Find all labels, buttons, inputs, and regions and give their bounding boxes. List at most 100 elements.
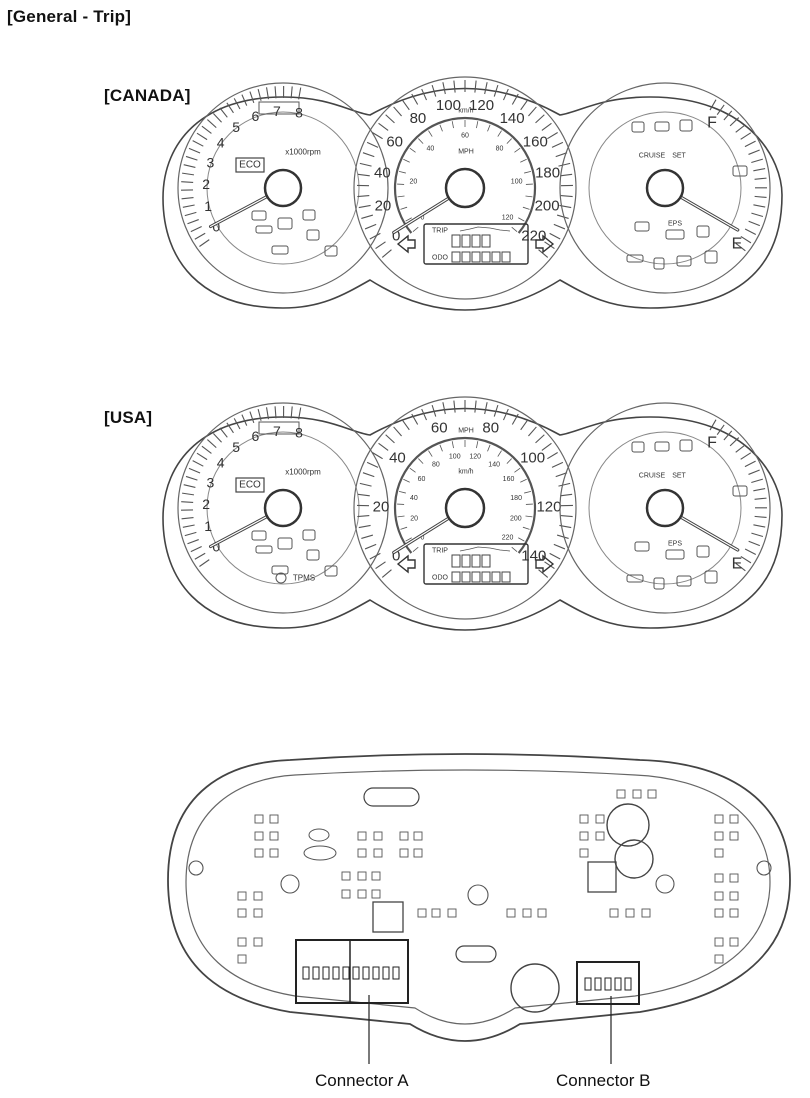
tach-hub (263, 488, 303, 528)
tick-mark (524, 490, 532, 494)
scale-label: 80 (482, 420, 499, 437)
connector-a-pin (382, 966, 390, 980)
speedo-inner-unit: km/h (458, 469, 473, 476)
tick-mark (249, 411, 255, 424)
connector-b-pin (584, 977, 592, 991)
circuit-pad (595, 814, 605, 824)
circuit-pad (254, 814, 264, 824)
tick-mark (403, 158, 410, 163)
lcd-trip-digit (481, 554, 491, 568)
circuit-pad (506, 908, 516, 918)
tick-mark (511, 546, 518, 553)
tick-mark (556, 214, 569, 219)
tick-mark (418, 458, 424, 464)
eco-indicator-label: ECO (239, 480, 261, 491)
scale-label: 120 (469, 97, 494, 114)
tick-mark (233, 98, 241, 110)
tick-mark (412, 546, 419, 553)
tick-mark (359, 482, 372, 487)
circuit-pad (714, 831, 724, 841)
tick-mark (544, 241, 555, 249)
scale-label: 100 (436, 97, 461, 114)
tick-mark (518, 537, 525, 542)
tick-mark (709, 419, 717, 431)
tick-mark (751, 478, 763, 484)
tick-mark (393, 106, 402, 117)
tick-mark (497, 450, 502, 457)
scale-label: 3 (207, 154, 215, 170)
tick-mark (538, 249, 549, 258)
tick-mark (502, 408, 509, 421)
tick-mark (558, 162, 571, 167)
mounting-hole (280, 874, 300, 894)
tick-mark (716, 424, 725, 435)
scale-label: 80 (496, 146, 504, 153)
tick-mark (522, 206, 530, 210)
tick-mark (265, 407, 270, 420)
oil-pressure-icon (626, 574, 644, 583)
connector-a-pin (302, 966, 310, 980)
scale-label: 120 (502, 214, 514, 221)
speedo-inner-ticks (397, 440, 533, 553)
tick-mark (362, 472, 375, 478)
low-fuel-icon (704, 570, 718, 584)
high-beam-icon (654, 121, 670, 132)
tick-mark (493, 84, 499, 97)
tick-mark (551, 141, 564, 148)
tach-unit-label: x1000rpm (285, 468, 321, 477)
lcd-odo-digit (491, 251, 501, 263)
speedo-rim (353, 76, 577, 300)
tick-mark (744, 460, 756, 468)
tick-mark (361, 214, 374, 219)
lcd-odo-digit (471, 251, 481, 263)
fog-light-icon (302, 209, 316, 221)
lcd-odo-digit (481, 571, 491, 583)
airbag-warning-icon (324, 565, 338, 577)
tick-mark (181, 501, 194, 503)
tick-mark (535, 114, 545, 124)
tick-mark (393, 426, 402, 437)
circuit-pad (595, 831, 605, 841)
tick-mark (199, 559, 210, 567)
tick-mark (385, 114, 395, 124)
tick-mark (183, 164, 196, 168)
tick-mark (555, 152, 568, 158)
scale-label: 180 (510, 495, 522, 502)
tick-mark (421, 88, 428, 101)
scale-label: 6 (252, 108, 260, 124)
tick-mark (398, 490, 406, 494)
connector-b-pin (594, 977, 602, 991)
tick-mark (405, 217, 412, 222)
tick-mark (219, 107, 228, 118)
low-beam-icon (271, 565, 289, 575)
tick-mark (411, 413, 419, 425)
tick-mark (551, 461, 564, 468)
tick-mark (412, 226, 419, 233)
top-mount-slot (363, 787, 420, 807)
scale-label: 20 (410, 516, 418, 523)
tick-mark (740, 555, 752, 564)
tick-mark (518, 217, 525, 222)
circuit-pad (371, 871, 381, 881)
tick-mark (442, 402, 446, 415)
tick-mark (411, 93, 419, 105)
tick-mark (744, 228, 757, 235)
circuit-pad (253, 937, 263, 947)
circuit-pad (253, 891, 263, 901)
tick-mark (514, 467, 521, 473)
circuit-pad (371, 889, 381, 899)
tick-mark (361, 534, 374, 539)
door-ajar-icon (255, 225, 273, 234)
tick-mark (184, 211, 197, 217)
tick-mark (487, 444, 491, 452)
tick-mark (359, 162, 372, 167)
scale-label: 0 (212, 539, 220, 555)
fuel-rim (559, 402, 771, 614)
tach-ticks (181, 85, 302, 247)
tick-mark (381, 569, 392, 578)
tick-mark (484, 402, 488, 415)
engine-check-icon (634, 541, 650, 552)
tick-mark (201, 125, 212, 134)
cruise-indicator-label: CRUISE (639, 473, 666, 480)
scale-label: 20 (375, 197, 392, 214)
